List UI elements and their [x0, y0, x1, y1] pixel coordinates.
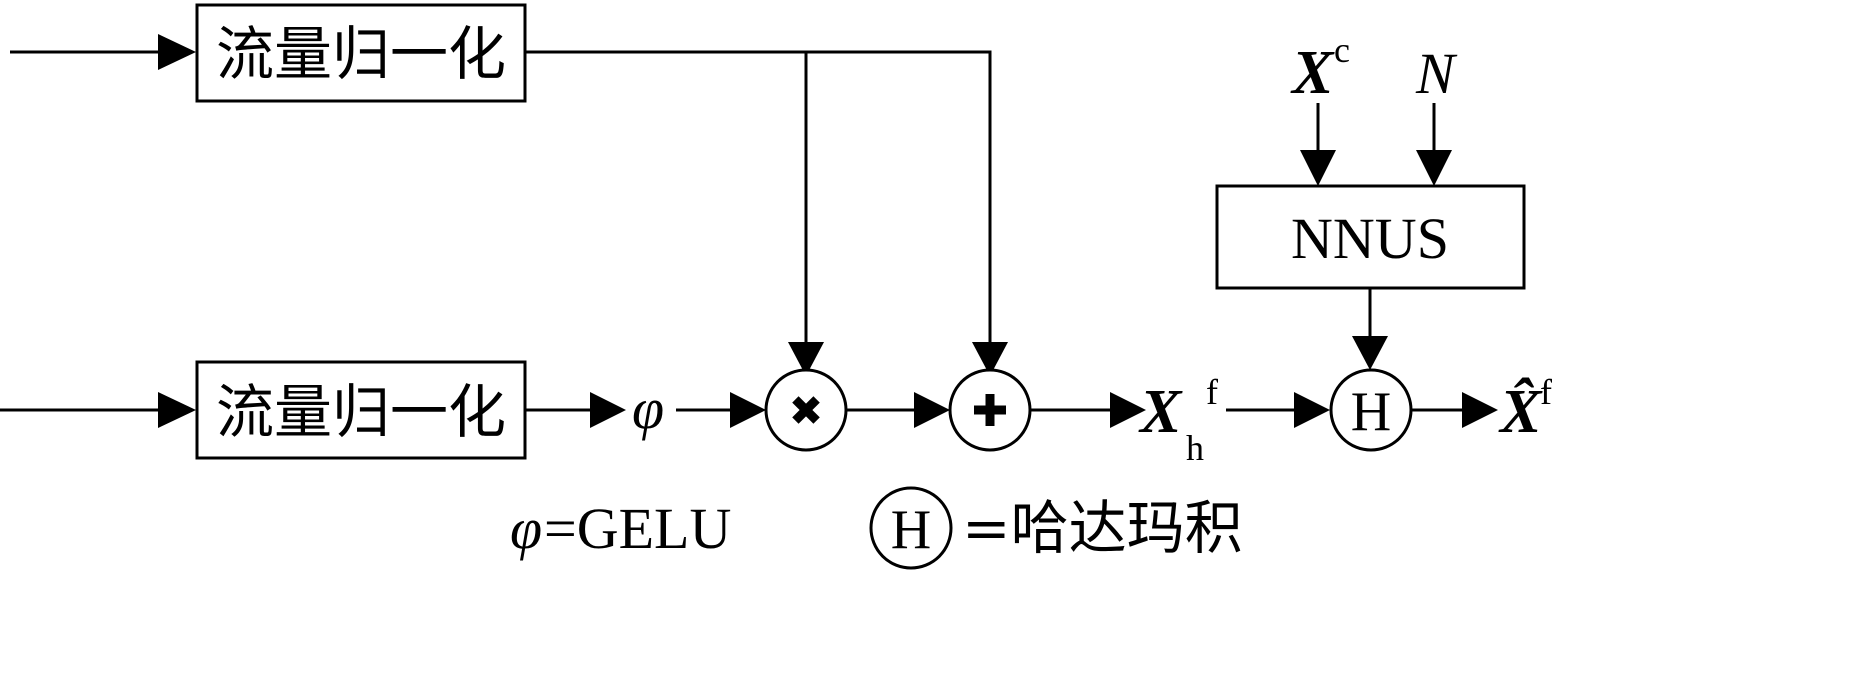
arrow-xh-to-hadamard [1226, 392, 1330, 428]
multiply-icon [792, 396, 820, 424]
arrow-nnus-to-hadamard [1352, 288, 1388, 370]
legend-phi-definition: =GELU [544, 496, 731, 561]
input-arrow-bottom [0, 392, 196, 428]
norm-box-bottom-label: 流量归一化 [216, 378, 506, 446]
nnus-box: NNUS [1215, 184, 1526, 290]
xhat-superscript: f [1540, 372, 1552, 412]
arrow-hadamard-to-output [1411, 392, 1498, 428]
xh-base: X [1138, 378, 1183, 446]
add-node [948, 368, 1032, 452]
skip-branch [525, 50, 1008, 376]
arrow-norm-to-phi [525, 392, 626, 428]
xc-base: X [1290, 39, 1335, 107]
n-input-label: N [1415, 41, 1458, 106]
input-arrow-top [10, 34, 196, 70]
arrow-xc-to-nnus [1300, 103, 1336, 186]
phi-symbol: φ [632, 376, 664, 441]
xh-superscript: f [1206, 372, 1218, 412]
plus-icon [974, 394, 1006, 426]
multiply-node [764, 368, 848, 452]
hadamard-node: H [1329, 368, 1413, 452]
xhat-base: X̂ [1498, 378, 1543, 446]
legend-hadamard-symbol: H [891, 499, 931, 561]
xc-superscript: c [1334, 30, 1350, 70]
legend-hadamard: H =哈达玛积 [869, 486, 1243, 570]
xh-subscript: h [1186, 428, 1204, 468]
output-label: X̂ f [1498, 372, 1552, 446]
arrow-n-to-nnus [1416, 103, 1452, 186]
legend-hadamard-definition: =哈达玛积 [962, 494, 1243, 562]
norm-box-bottom: 流量归一化 [195, 360, 527, 460]
arrow-phi-to-multiply [676, 392, 766, 428]
legend-phi: φ =GELU [510, 496, 731, 561]
hadamard-node-label: H [1351, 381, 1391, 443]
nnus-box-label: NNUS [1291, 206, 1449, 271]
norm-box-top: 流量归一化 [195, 3, 527, 103]
xc-input-label: X c [1290, 30, 1350, 107]
arrow-multiply-to-add [846, 392, 950, 428]
norm-box-top-label: 流量归一化 [216, 20, 506, 88]
arrow-add-to-xh [1030, 392, 1146, 428]
xh-f-label: X h f [1138, 372, 1218, 468]
legend-phi-symbol: φ [510, 496, 542, 561]
